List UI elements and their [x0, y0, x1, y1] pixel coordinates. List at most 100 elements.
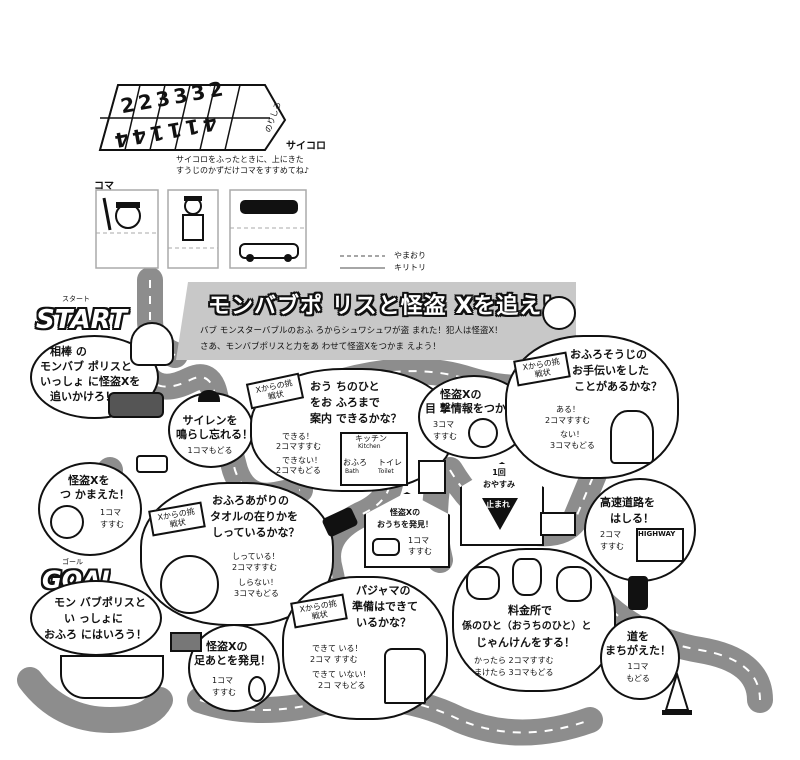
bath-tub-icon	[60, 655, 164, 699]
traffic-cone-icon	[662, 672, 692, 715]
towel-a-no-move: 3コマもどる	[234, 589, 279, 598]
sign-kitchen: キッチン	[355, 434, 387, 443]
sign-kitchen-en: Kitchen	[358, 443, 381, 450]
towel-a-yes-move: 2コマすすむ	[232, 563, 278, 572]
footprint-move-1: 1コマ	[212, 676, 234, 685]
witness-text-2: 目 撃情報をつかむ！	[425, 402, 528, 415]
highway-text-1: 高速道路を	[600, 496, 655, 509]
rest-text-2: おやすみ	[483, 480, 515, 489]
title-banner	[176, 282, 576, 360]
family-q-2: をお ふろまで	[310, 396, 380, 409]
toll-lose: まけたら 3コマもどる	[474, 668, 554, 677]
highway-sign-text: HIGHWAY	[638, 530, 676, 538]
helper-a-no-move: 3コマもどる	[550, 441, 595, 450]
highway-move-2: すすむ	[600, 542, 624, 551]
goal-ruby: ゴール	[62, 558, 83, 566]
towel-a-yes: しっている！	[232, 552, 280, 561]
house-text-1: 怪盗Xの	[389, 508, 421, 517]
family-a-yes: できる！	[282, 432, 314, 441]
toll-win: かったら 2コマすすむ	[474, 656, 554, 665]
scissors-hand-icon	[512, 558, 542, 596]
house-move-1: 1コマ	[408, 536, 430, 545]
lost-move-1: 1コマ	[627, 662, 649, 671]
pajama-q-1: パジャマの	[356, 584, 411, 597]
witness-text-1: 怪盗Xの	[440, 388, 482, 401]
footprint-bubble	[188, 624, 280, 712]
start-text-1: 相棒 の	[50, 345, 87, 358]
catch-move-2: すすむ	[100, 520, 124, 529]
lost-text-1: 道を	[627, 630, 649, 643]
sign-bath: おふろ	[343, 458, 367, 467]
highway-sign-icon	[636, 528, 684, 562]
dice-label: サイコロ	[286, 141, 326, 152]
dice-net	[98, 84, 287, 151]
family-a-no: できない！	[282, 456, 322, 465]
lost-bubble	[600, 616, 680, 700]
small-car-icon	[136, 455, 168, 473]
rest-text-1: 1回	[492, 468, 506, 477]
pajama-a-no: できて いない！	[312, 670, 371, 679]
siren-text-2: 鳴らし忘れる！	[176, 428, 253, 441]
rock-hand-icon	[466, 566, 500, 600]
helper-q-1: おふろそうじの	[570, 348, 647, 361]
siren-text-1: サイレンを	[182, 414, 238, 427]
siren-bubble	[168, 392, 254, 468]
start-text-3: いっしょ に怪盗Xを	[40, 375, 141, 388]
helper-a-yes-move: 2コマすすむ	[545, 416, 591, 425]
highway-move-1: 2コマ	[600, 530, 622, 539]
start-text-2: モンバブ ポリスと	[40, 360, 132, 373]
game-title: モンバブポ リスと怪盗 Xを追え!	[208, 294, 554, 319]
pajama-a-no-move: 2コ マもどる	[318, 681, 366, 690]
binoculars-icon	[372, 538, 400, 556]
sign-toilet-en: Toilet	[378, 468, 394, 475]
sign-toilet: トイレ	[378, 458, 402, 467]
stop-sign-text: 止まれ	[486, 500, 510, 509]
pieces-label: コマ	[94, 181, 114, 192]
black-car-icon	[628, 576, 648, 610]
catch-move-1: 1コマ	[100, 508, 122, 517]
pajama-a-yes-move: 2コマ すすむ	[310, 655, 358, 664]
game-pieces	[95, 189, 307, 269]
house-text-2: おうちを発見！	[377, 520, 433, 529]
start-text-4: 追いかけろ！	[50, 390, 116, 403]
lost-text-2: まちがえた！	[605, 644, 671, 657]
family-a-no-move: 2コマもどる	[276, 466, 321, 475]
ghost-icon	[130, 322, 174, 366]
title-desc-2: さあ、モンバブポリスと力をあ わせて怪盗Xをつかま えよう！	[200, 342, 441, 352]
witness-move-2: すすむ	[433, 432, 457, 441]
helper-q-3: ことがあるかな？	[574, 380, 662, 393]
bulldozer-icon	[540, 512, 576, 536]
direction-sign	[340, 432, 408, 486]
towel-girl-icon	[160, 555, 219, 614]
title-desc-1: バブ モンスターバブルのおふ ろからシュワシュワが盗 まれた！犯人は怪盗X！	[200, 326, 503, 336]
child-cleaning-icon	[610, 410, 654, 464]
goal-text-2: い っしょに	[64, 612, 123, 625]
pajama-q-2: 準備はできて	[352, 600, 418, 613]
lost-move-2: もどる	[626, 674, 650, 683]
siren-move: 1コマもどる	[187, 446, 233, 455]
pajama-a-yes: できて いる！	[312, 644, 363, 653]
pajama-q-3: いるかな？	[356, 616, 411, 629]
towel-q-2: タオルの在りかを	[210, 510, 298, 523]
stop-sign-icon	[482, 498, 518, 530]
helper-q-2: お手伝いをした	[572, 364, 649, 377]
siren-icon	[198, 390, 220, 402]
toll-text-3: じゃんけんをする！	[476, 636, 575, 649]
legend-fold: やまおり	[394, 251, 426, 260]
police-badge-icon	[542, 296, 576, 330]
family-q-1: おう ちのひと	[310, 380, 380, 393]
family-q-3: 案内 できるかな？	[310, 412, 402, 425]
toll-text-1: 料金所で	[508, 604, 552, 617]
footprint-text-2: 足あとを発見！	[194, 654, 271, 667]
towel-q-1: おふろあがりの	[212, 494, 289, 507]
witness-move-1: 3コマ	[433, 420, 455, 429]
house-move-2: すすむ	[408, 547, 432, 556]
catch-text-2: つ かまえた！	[60, 488, 130, 501]
truck-icon	[418, 460, 446, 494]
footprint-text-1: 怪盗Xの	[206, 640, 248, 653]
start-ruby: スタート	[62, 295, 90, 303]
thief-x-icon	[468, 418, 498, 448]
footprint-icon	[248, 676, 266, 702]
dice-instruction-2: すうじのかずだけコマをすすめてね♪	[176, 166, 310, 175]
footprint-move-2: すすむ	[212, 688, 236, 697]
